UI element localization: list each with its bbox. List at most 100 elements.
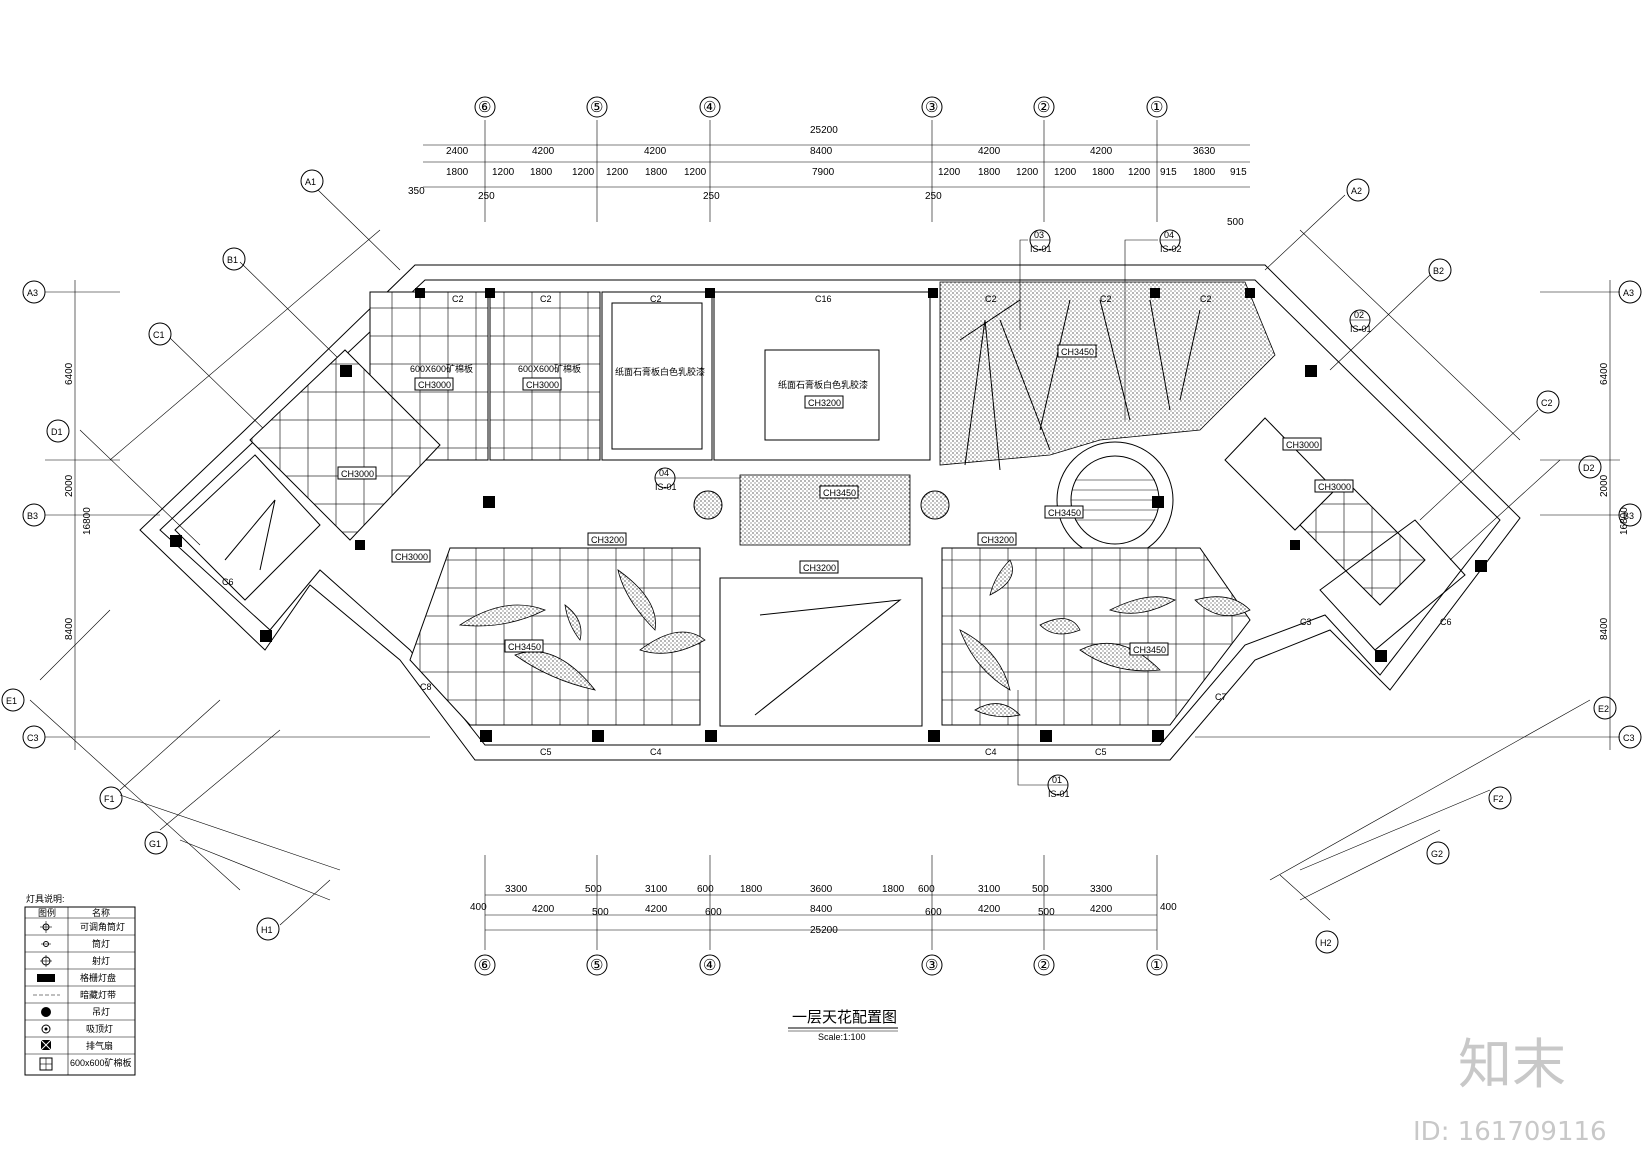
right-dim-8400: 8400 bbox=[1599, 617, 1610, 640]
svg-text:IS-01: IS-01 bbox=[655, 482, 677, 492]
svg-text:1200: 1200 bbox=[572, 167, 595, 178]
svg-text:CH3200: CH3200 bbox=[803, 563, 836, 573]
top-axis-label-4: ④ bbox=[703, 100, 716, 116]
top-axis-label-5: ⑤ bbox=[590, 100, 603, 116]
svg-text:1200: 1200 bbox=[1054, 167, 1077, 178]
left-diag-g1: G1 bbox=[149, 839, 161, 849]
bottom-right-decor-ceiling bbox=[941, 547, 1251, 726]
column-marks: C2 C2 C2 C16 C2 C2 C2 C6 C6 C8 C5 C4 C4 … bbox=[222, 294, 1452, 757]
svg-text:02: 02 bbox=[1354, 310, 1364, 320]
bottom-center-void bbox=[719, 577, 923, 727]
svg-text:3630: 3630 bbox=[1193, 146, 1216, 157]
svg-text:1800: 1800 bbox=[882, 884, 905, 895]
bottom-total-dim: 25200 bbox=[810, 925, 838, 936]
right-diag-g2: G2 bbox=[1431, 849, 1443, 859]
bottom-row1-dims: 3300 500 3100 600 1800 3600 1800 600 310… bbox=[505, 884, 1113, 895]
svg-text:03: 03 bbox=[1034, 230, 1044, 240]
svg-text:01: 01 bbox=[1052, 775, 1062, 785]
svg-text:CH3450: CH3450 bbox=[1061, 347, 1094, 357]
right-dim-16800: 16800 bbox=[1619, 507, 1630, 535]
svg-text:CH3000: CH3000 bbox=[341, 469, 374, 479]
left-diag-h1: H1 bbox=[261, 925, 273, 935]
svg-text:8400: 8400 bbox=[810, 904, 833, 915]
svg-text:C4: C4 bbox=[650, 747, 662, 757]
svg-text:C5: C5 bbox=[540, 747, 552, 757]
svg-text:1200: 1200 bbox=[1016, 167, 1039, 178]
top-row2-dims: 1800 1200 1800 1200 1200 1800 1200 7900 … bbox=[446, 167, 1247, 178]
left-diag-e1: E1 bbox=[6, 696, 17, 706]
right-diag-e2: E2 bbox=[1598, 704, 1609, 714]
bottom-axis-label-3: ③ bbox=[925, 958, 938, 974]
svg-text:CH3200: CH3200 bbox=[808, 398, 841, 408]
svg-text:IS-01: IS-01 bbox=[1048, 789, 1070, 799]
top-row1-dims: 2400 4200 4200 8400 4200 4200 3630 bbox=[446, 146, 1216, 157]
downlight-icon bbox=[41, 941, 51, 947]
right-axis-c3: C3 bbox=[1623, 733, 1635, 743]
svg-text:CH3450: CH3450 bbox=[823, 488, 856, 498]
legend-header-symbol: 图例 bbox=[38, 907, 56, 918]
svg-text:600x600矿棉板: 600x600矿棉板 bbox=[70, 1057, 132, 1068]
svg-text:250: 250 bbox=[925, 191, 942, 202]
svg-text:350: 350 bbox=[408, 186, 425, 197]
bottom-axis-lines bbox=[474, 855, 1168, 976]
svg-text:CH3000: CH3000 bbox=[418, 380, 451, 390]
svg-text:1200: 1200 bbox=[938, 167, 961, 178]
bottom-axis-label-1: ① bbox=[1150, 958, 1163, 974]
right-side-axis bbox=[1195, 280, 1642, 750]
room-feature-ceiling bbox=[939, 281, 1276, 471]
svg-text:吊灯: 吊灯 bbox=[92, 1007, 110, 1017]
room-grid-ceiling-b bbox=[489, 291, 601, 461]
left-lounge-grid bbox=[249, 349, 441, 541]
svg-text:4200: 4200 bbox=[978, 146, 1001, 157]
top-axis-label-2: ② bbox=[1037, 100, 1050, 116]
top-row3-dims: 350 250 250 250 500 bbox=[408, 186, 1244, 228]
svg-text:纸面石膏板白色乳胶漆: 纸面石膏板白色乳胶漆 bbox=[778, 379, 868, 390]
bottom-axis-label-4: ④ bbox=[703, 958, 716, 974]
right-diag-h2: H2 bbox=[1320, 938, 1332, 948]
svg-text:600: 600 bbox=[705, 907, 722, 918]
svg-text:C2: C2 bbox=[985, 294, 997, 304]
ceiling-lamp-icon bbox=[41, 1007, 51, 1017]
svg-text:4200: 4200 bbox=[644, 146, 667, 157]
bottom-axis-label-6: ⑥ bbox=[478, 958, 491, 974]
bottom-left-decor-ceiling bbox=[409, 547, 701, 726]
svg-text:4200: 4200 bbox=[1090, 146, 1113, 157]
svg-text:C2: C2 bbox=[1200, 294, 1212, 304]
right-diag-a2: A2 bbox=[1351, 186, 1362, 196]
right-dim-6400: 6400 bbox=[1599, 362, 1610, 385]
svg-text:C5: C5 bbox=[1095, 747, 1107, 757]
svg-text:1800: 1800 bbox=[740, 884, 763, 895]
svg-text:排气扇: 排气扇 bbox=[86, 1040, 113, 1051]
svg-text:CH3450: CH3450 bbox=[508, 642, 541, 652]
svg-text:C16: C16 bbox=[815, 294, 832, 304]
right-diagonal-axes bbox=[1264, 178, 1617, 954]
room-lobby-ceiling bbox=[713, 291, 931, 461]
svg-text:600X600矿棉板: 600X600矿棉板 bbox=[410, 363, 473, 374]
svg-text:C3: C3 bbox=[1300, 617, 1312, 627]
legend-names: 可调角筒灯 筒灯 射灯 格栅灯盘 暗藏灯带 吊灯 吸顶灯 排气扇 600x600… bbox=[70, 921, 132, 1068]
svg-text:1800: 1800 bbox=[1193, 167, 1216, 178]
svg-text:IS-02: IS-02 bbox=[1160, 244, 1182, 254]
svg-text:04: 04 bbox=[659, 468, 669, 478]
svg-text:可调角筒灯: 可调角筒灯 bbox=[80, 921, 125, 932]
left-diag-f1: F1 bbox=[104, 794, 115, 804]
svg-text:CH3000: CH3000 bbox=[1286, 440, 1319, 450]
legend-icons bbox=[33, 921, 60, 1071]
right-dim-2000: 2000 bbox=[1599, 474, 1610, 497]
svg-text:CH3000: CH3000 bbox=[395, 552, 428, 562]
left-axis-b3: B3 bbox=[27, 511, 38, 521]
grille-light-icon bbox=[37, 974, 55, 982]
left-diag-c1: C1 bbox=[153, 330, 165, 340]
svg-text:400: 400 bbox=[470, 902, 487, 913]
left-dim-2000: 2000 bbox=[64, 474, 75, 497]
drawing-scale: Scale:1:100 bbox=[818, 1032, 866, 1042]
downlight-adjustable-icon bbox=[40, 921, 52, 933]
left-dim-6400: 6400 bbox=[64, 362, 75, 385]
area-notes: 600X600矿棉板 600X600矿棉板 纸面石膏板白色乳胶漆 纸面石膏板白色… bbox=[410, 363, 868, 390]
left-dim-8400: 8400 bbox=[64, 617, 75, 640]
svg-text:CH3450: CH3450 bbox=[1133, 645, 1166, 655]
svg-text:400: 400 bbox=[1160, 902, 1177, 913]
svg-text:3100: 3100 bbox=[978, 884, 1001, 895]
svg-text:C4: C4 bbox=[985, 747, 997, 757]
